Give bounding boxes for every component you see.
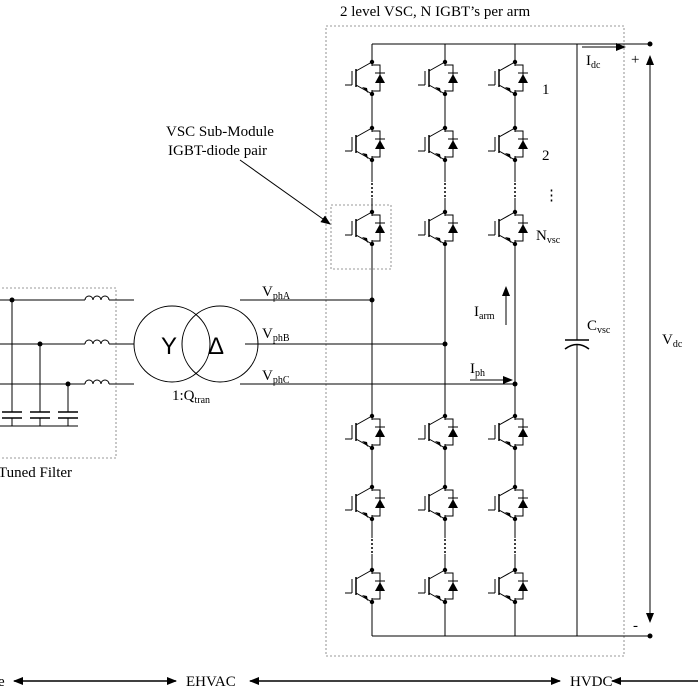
lower-arm-continuation-dots-2	[443, 538, 447, 554]
module-number-1: 1	[542, 82, 550, 98]
submodule-highlight-box	[330, 204, 392, 270]
upper-arm-continuation-dots-3	[513, 182, 517, 198]
submodule-label-line1: VSC Sub-Module	[166, 124, 274, 140]
upper-igbt-diode-pair-3-2	[488, 125, 528, 163]
transformer-ratio-label: 1:Qtran	[172, 388, 210, 406]
region-middle-label: EHVAC	[186, 674, 236, 690]
upper-igbt-diode-pair-2-3	[418, 209, 458, 247]
upper-igbt-diode-pair-2-2	[418, 125, 458, 163]
dc-capacitor	[564, 44, 590, 636]
module-number-2: 2	[542, 148, 550, 164]
vsc-enclosure	[325, 25, 625, 657]
upper-igbt-diode-pair-2-1	[418, 59, 458, 97]
minus-sign: -	[633, 618, 638, 634]
module-number-dots: ⋮	[544, 188, 559, 204]
idc-label: Idc	[586, 53, 601, 71]
lower-igbt-diode-pair-2-3	[418, 567, 458, 605]
plus-sign: +	[631, 52, 639, 68]
upper-igbt-diode-pair-1-3	[345, 209, 385, 247]
phase-c-label: VphC	[262, 368, 290, 386]
transformer-primary-symbol: Y	[161, 333, 177, 360]
transformer-secondary-symbol: Δ	[208, 333, 224, 360]
lower-igbt-diode-pair-2-1	[418, 413, 458, 451]
submodule-label-line2: IGBT-diode pair	[168, 143, 267, 159]
lower-igbt-diode-pair-3-3	[488, 567, 528, 605]
lower-arm-continuation-dots-3	[513, 538, 517, 554]
n-vsc-label: Nvsc	[536, 228, 561, 246]
igbt-modules	[345, 59, 528, 605]
upper-igbt-diode-pair-3-1	[488, 59, 528, 97]
region-left-label: e	[0, 674, 5, 690]
diagram-title: 2 level VSC, N IGBT’s per arm	[340, 4, 530, 20]
submodule-pointer-arrow	[239, 159, 331, 225]
phase-b-label: VphB	[262, 326, 290, 344]
region-right-label: HVDC	[570, 674, 613, 690]
lower-igbt-diode-pair-1-1	[345, 413, 385, 451]
phase-a-label: VphA	[262, 284, 291, 302]
upper-igbt-diode-pair-1-1	[345, 59, 385, 97]
upper-arm-continuation-dots-1	[370, 182, 374, 198]
capacitor-label: Cvsc	[587, 318, 611, 336]
transformer	[133, 305, 259, 383]
iarm-label: Iarm	[474, 304, 495, 322]
phase-a-line	[240, 297, 375, 303]
lower-arm-continuation-dots-1	[370, 538, 374, 554]
lower-igbt-diode-pair-1-2	[345, 484, 385, 522]
lower-igbt-diode-pair-1-3	[345, 567, 385, 605]
vdc-label: Vdc	[662, 332, 683, 350]
lower-igbt-diode-pair-3-1	[488, 413, 528, 451]
upper-arm-continuation-dots-2	[443, 182, 447, 198]
dc-bus-top	[372, 41, 653, 47]
iph-label: Iph	[470, 361, 485, 379]
filter-enclosure	[0, 287, 117, 459]
lower-igbt-diode-pair-2-2	[418, 484, 458, 522]
filter-label: Tuned Filter	[0, 465, 72, 481]
phase-b-line	[245, 341, 448, 347]
tuned-filter-circuit	[0, 295, 134, 427]
phase-c-line	[240, 381, 518, 387]
dc-bus-bottom	[372, 633, 653, 639]
lower-igbt-diode-pair-3-2	[488, 484, 528, 522]
upper-igbt-diode-pair-3-3	[488, 209, 528, 247]
upper-igbt-diode-pair-1-2	[345, 125, 385, 163]
